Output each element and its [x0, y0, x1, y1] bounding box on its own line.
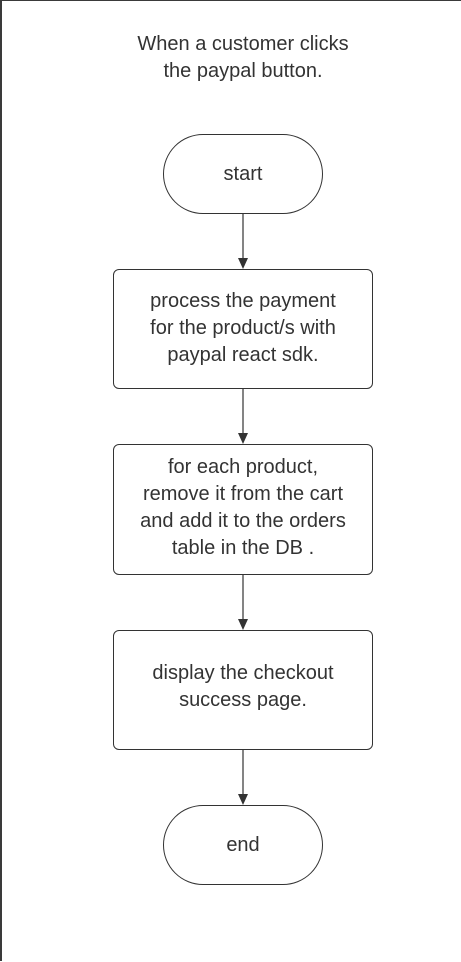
display-success-label: display the checkout success page.	[152, 662, 334, 711]
arrow-start-to-payment	[238, 214, 248, 269]
update-cart-orders-node: for each product, remove it from the car…	[113, 444, 373, 575]
process-payment-node: process the payment for the product/s wi…	[113, 269, 373, 389]
display-success-node: display the checkout success page.	[113, 630, 373, 750]
start-node-label: start	[223, 162, 263, 185]
update-cart-orders-label: for each product, remove it from the car…	[140, 455, 346, 559]
diagram-caption: When a customer clicks the paypal button…	[137, 33, 349, 82]
end-node-label: end	[226, 833, 260, 856]
start-node: start	[163, 134, 323, 214]
arrow-success-to-end	[238, 750, 248, 805]
arrow-payment-to-cart	[238, 389, 248, 444]
arrow-cart-to-success	[238, 575, 248, 630]
end-node: end	[163, 805, 323, 885]
process-payment-label: process the payment for the product/s wi…	[150, 289, 336, 366]
